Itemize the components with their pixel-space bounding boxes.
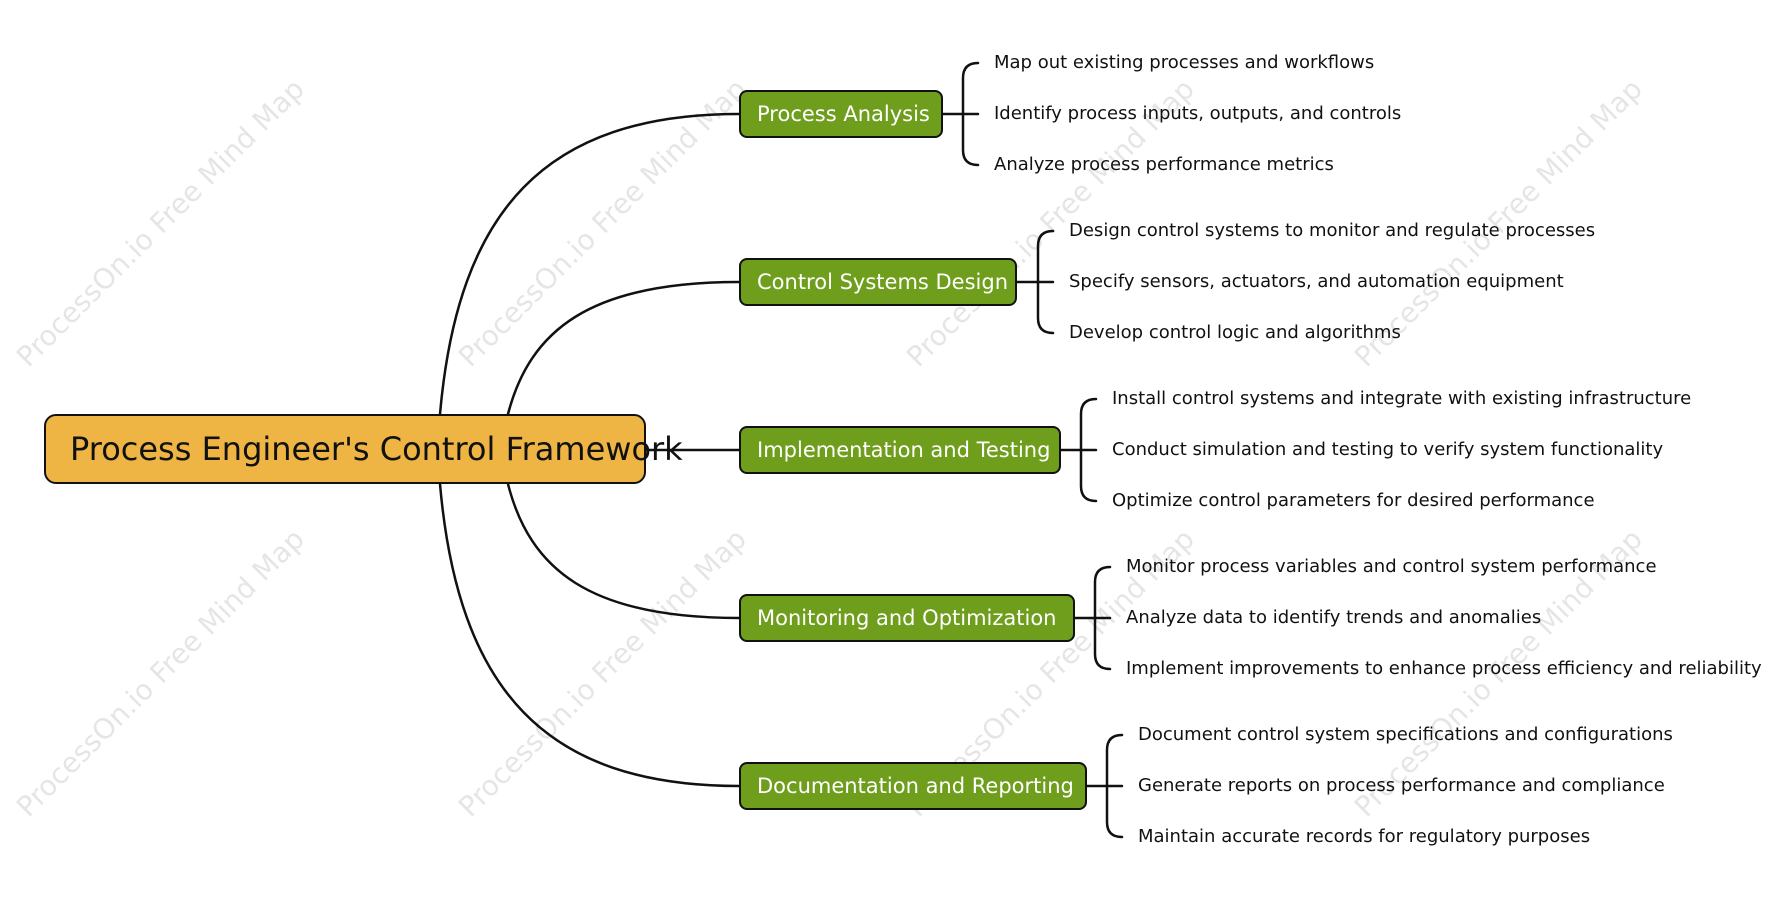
branch-label: Process Analysis — [757, 102, 930, 126]
branch-implementation-testing[interactable]: Implementation and Testing — [739, 426, 1061, 474]
leaf-item[interactable]: Design control systems to monitor and re… — [1069, 220, 1596, 241]
leaf-item[interactable]: Identify process inputs, outputs, and co… — [994, 103, 1402, 124]
leaf-item[interactable]: Map out existing processes and workflows — [994, 52, 1375, 73]
root-node[interactable]: Process Engineer's Control Framework — [44, 414, 683, 484]
leaf-item[interactable]: Specify sensors, actuators, and automati… — [1069, 271, 1564, 292]
branch-label: Monitoring and Optimization — [757, 606, 1057, 630]
leaf-item[interactable]: Maintain accurate records for regulatory… — [1138, 826, 1591, 847]
root-node-label: Process Engineer's Control Framework — [70, 430, 683, 468]
bracket-control-systems-design — [1015, 229, 1055, 335]
branch-process-analysis[interactable]: Process Analysis — [739, 90, 943, 138]
leaf-item[interactable]: Monitor process variables and control sy… — [1126, 556, 1657, 577]
branch-documentation-reporting[interactable]: Documentation and Reporting — [739, 762, 1087, 810]
leaf-item[interactable]: Document control system specifications a… — [1138, 724, 1673, 745]
leaf-item[interactable]: Conduct simulation and testing to verify… — [1112, 439, 1664, 460]
branch-label: Implementation and Testing — [757, 438, 1051, 462]
leaf-item[interactable]: Develop control logic and algorithms — [1069, 322, 1401, 343]
leaf-item[interactable]: Analyze process performance metrics — [994, 154, 1334, 175]
leaf-item[interactable]: Optimize control parameters for desired … — [1112, 490, 1595, 511]
leaf-item[interactable]: Analyze data to identify trends and anom… — [1126, 607, 1542, 628]
leaf-item[interactable]: Generate reports on process performance … — [1138, 775, 1665, 796]
branch-label: Documentation and Reporting — [757, 774, 1074, 798]
bracket-monitoring-optimization — [1073, 565, 1112, 671]
bracket-implementation-testing — [1059, 397, 1098, 503]
branch-control-systems-design[interactable]: Control Systems Design — [739, 258, 1017, 306]
bracket-documentation-reporting — [1085, 733, 1124, 839]
branch-label: Control Systems Design — [757, 270, 1009, 294]
connector-root-monitoring-optimization — [506, 482, 741, 620]
leaf-item[interactable]: Install control systems and integrate wi… — [1112, 388, 1692, 409]
branch-monitoring-optimization[interactable]: Monitoring and Optimization — [739, 594, 1075, 642]
leaf-item[interactable]: Implement improvements to enhance proces… — [1126, 658, 1762, 679]
connector-root-process-analysis — [438, 112, 741, 416]
connector-root-documentation-reporting — [438, 482, 741, 788]
bracket-process-analysis — [941, 61, 980, 167]
connector-root-control-systems-design — [506, 280, 741, 416]
